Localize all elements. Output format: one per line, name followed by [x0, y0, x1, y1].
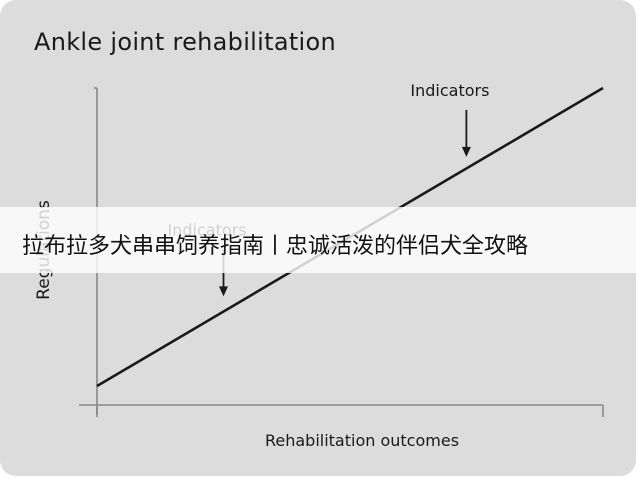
annotation-arrow-head-1 [219, 286, 228, 297]
caption-text: 拉布拉多犬串串饲养指南丨忠诚活泼的伴侣犬全攻略 [22, 234, 529, 259]
chart-title: Ankle joint rehabilitation [34, 28, 337, 56]
annotation-label-0: Indicators [410, 81, 489, 100]
annotation-arrow-head-0 [461, 146, 471, 157]
caption-banner: 拉布拉多犬串串饲养指南丨忠诚活泼的伴侣犬全攻略 [0, 207, 640, 273]
x-axis-label: Rehabilitation outcomes [264, 431, 460, 450]
